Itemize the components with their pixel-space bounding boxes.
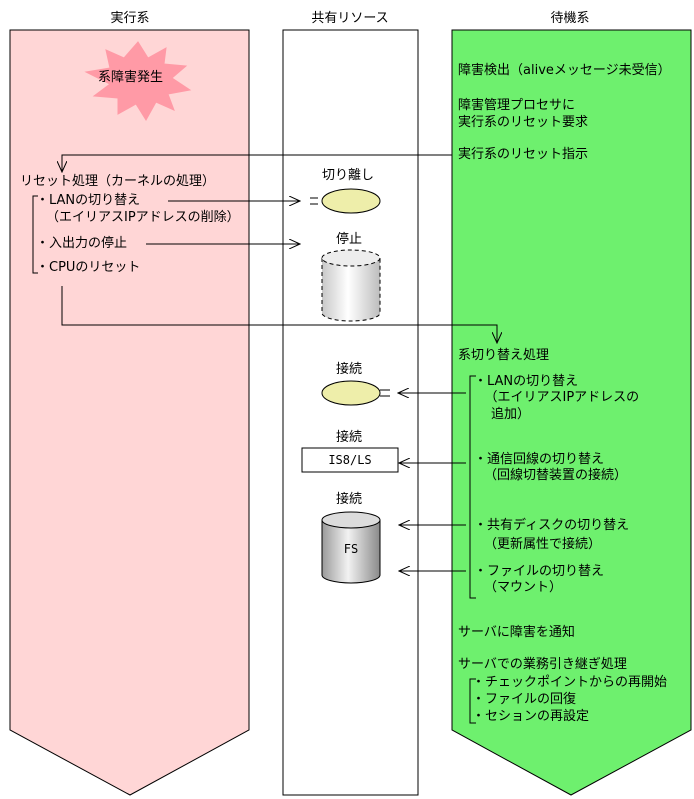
is8-box-label: IS8/LS (328, 453, 372, 467)
takeover-item-checkpoint: ・チェックポイントからの再開始 (472, 675, 668, 690)
switch-items-bracket (469, 375, 476, 599)
switch-item-line-detail: （回線切替装置の接続） (484, 468, 628, 483)
fault-badge-label: 系障害発生 (98, 70, 164, 85)
column-header-active: 実行系 (110, 11, 150, 26)
stop-label: 停止 (336, 232, 363, 247)
standby-msg-instruct: 実行系のリセット指示 (458, 147, 589, 162)
standby-msg-detect: 障害検出（aliveメッセージ未受信） (458, 63, 671, 78)
takeover-item-file-recovery: ・ファイルの回復 (472, 692, 577, 707)
takeover-item-session: ・セションの再設定 (472, 709, 590, 724)
connect-fs-label: 接続 (336, 492, 363, 507)
connect-lan-label: 接続 (336, 362, 363, 377)
switch-item-disk: ・共有ディスクの切り替え (474, 518, 630, 533)
shared-band (282, 29, 419, 796)
active-steps-bracket (32, 195, 38, 274)
switch-item-lan: ・LANの切り替え (474, 374, 579, 389)
fs-disk-icon (321, 511, 381, 584)
active-band (9, 29, 250, 796)
switch-item-disk-detail: （更新属性で接続） (484, 537, 602, 552)
reset-instruction-arrow (62, 154, 452, 172)
active-step-lan-detail: （エイリアスIPアドレスの削除） (46, 210, 240, 225)
reset-process-title: リセット処理（カーネルの処理） (20, 174, 216, 189)
column-header-standby: 待機系 (550, 11, 590, 26)
lan-connected-ellipse (321, 380, 381, 406)
is8-box-shape (301, 447, 399, 473)
switchover-arrow (61, 286, 497, 343)
switch-process-title: 系切り替え処理 (458, 348, 550, 363)
switch-item-lan-detail-2: 追加） (478, 407, 531, 422)
fault-burst-shape (84, 41, 192, 121)
switch-item-file-detail: （マウント） (484, 580, 563, 595)
lan-detached-ellipse (321, 188, 381, 214)
switch-item-line: ・通信回線の切り替え (474, 452, 605, 467)
takeover-bracket (469, 678, 476, 724)
standby-msg-request-2: 実行系のリセット要求 (458, 115, 589, 130)
connect-is8-label: 接続 (336, 430, 363, 445)
notify-server: サーバに障害を通知 (458, 625, 575, 640)
takeover-title: サーバでの業務引き継ぎ処理 (458, 657, 627, 672)
active-step-lan: ・LANの切り替え (36, 193, 141, 208)
column-header-shared: 共有リソース (311, 11, 389, 26)
switch-item-file: ・ファイルの切り替え (474, 564, 605, 579)
switch-item-lan-detail-1: （エイリアスIPアドレスの (478, 390, 640, 405)
stopped-disk-icon (321, 249, 381, 322)
detach-label: 切り離し (322, 168, 375, 183)
active-step-cpu: ・CPUのリセット (36, 260, 141, 275)
active-step-io: ・入出力の停止 (36, 236, 128, 251)
standby-band (451, 29, 692, 796)
fs-label: FS (343, 542, 359, 556)
standby-msg-request-1: 障害管理プロセサに (458, 98, 576, 113)
